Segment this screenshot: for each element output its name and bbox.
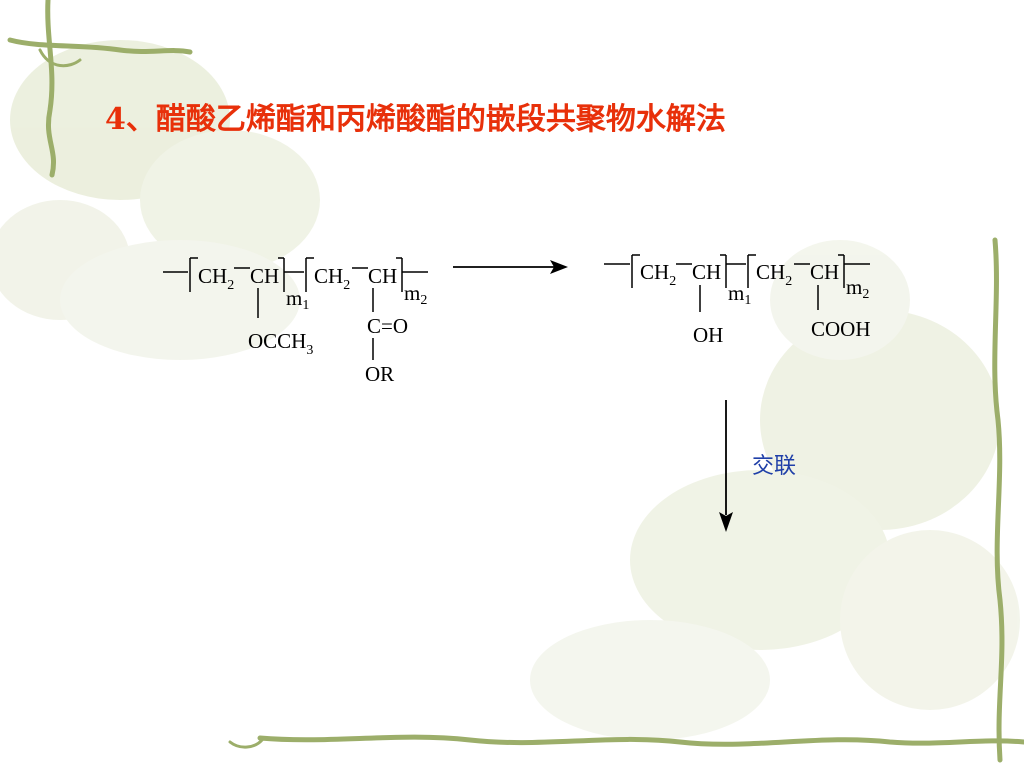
product-m2: m2	[846, 275, 869, 302]
crosslink-label: 交联	[752, 452, 796, 482]
reactant-m1-subscript: 1	[302, 298, 309, 313]
reactant-ester-group: OR	[365, 362, 394, 386]
reactant-ch2-b-subscript: 2	[343, 278, 350, 293]
product-hydroxyl-group: OH	[693, 323, 723, 347]
vine-border-decoration	[7, 0, 1024, 763]
reactant-m2-subscript: 2	[420, 293, 427, 308]
reactant-acetate-group: OCCH3	[248, 329, 313, 358]
product-ch-b: CH	[810, 260, 839, 284]
reactant-ch-a: CH	[250, 264, 279, 288]
product-m1: m1	[728, 281, 751, 308]
product-ch2-b-subscript: 2	[785, 274, 792, 289]
reactant-carbonyl-group: C=O	[367, 314, 408, 338]
slide-title: 4、醋酸乙烯酯和丙烯酸酯的嵌段共聚物水解法	[105, 100, 726, 140]
reactant-ch2-a-subscript: 2	[227, 278, 234, 293]
reactant-ch2-b: CH2	[314, 264, 350, 293]
product-ch-a: CH	[692, 260, 721, 284]
product-ch2-a-subscript: 2	[669, 274, 676, 289]
reactant-m2: m2	[404, 281, 427, 308]
reactant-ch-b: CH	[368, 264, 397, 288]
product-m2-subscript: 2	[862, 287, 869, 302]
reactant-m1: m1	[286, 286, 309, 313]
reactant-ch2-a: CH2	[198, 264, 234, 293]
reactant-acetate-subscript: 3	[306, 343, 313, 358]
hydrolysis-arrow	[453, 260, 568, 274]
product-ch2-b: CH2	[756, 260, 792, 289]
product-structure: CH2 CH m1 CH2 CH m2 OH COOH	[604, 254, 871, 347]
crosslink-arrow	[719, 400, 733, 532]
slide-title-text: 4、醋酸乙烯酯和丙烯酸酯的嵌段共聚物水解法	[105, 102, 726, 137]
reactant-structure: CH2 CH m1 CH2 CH m2 OCCH3 C=O OR	[163, 257, 428, 386]
product-ch2-a: CH2	[640, 260, 676, 289]
crosslink-label-text: 交联	[752, 454, 797, 479]
product-m1-subscript: 1	[744, 293, 751, 308]
faded-flower-decoration	[0, 40, 1020, 740]
product-carboxyl-group: COOH	[811, 317, 871, 341]
